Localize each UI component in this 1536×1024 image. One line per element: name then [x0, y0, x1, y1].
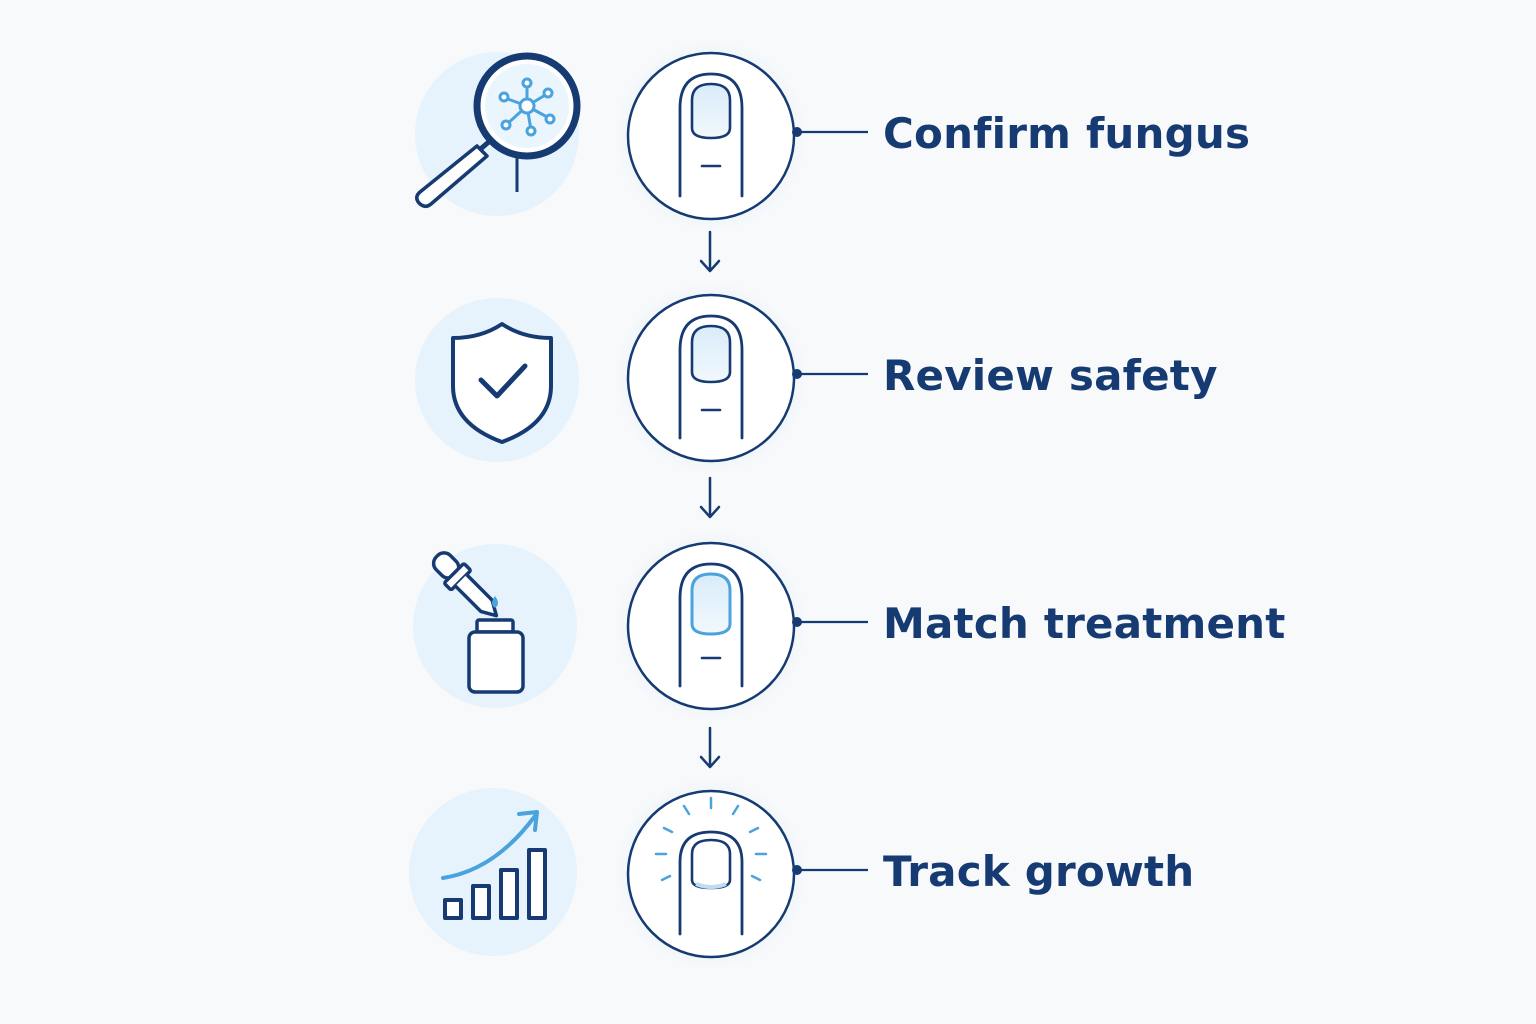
down-arrow-icon	[699, 476, 721, 519]
dropper-bottle-icon	[395, 524, 595, 724]
nail-badge	[606, 776, 816, 972]
step-label: Confirm fungus	[883, 109, 1251, 158]
label-connector	[792, 865, 868, 875]
step-match-treatment: Match treatment	[0, 524, 1536, 724]
nail-badge	[606, 38, 816, 234]
step-review-safety: Review safety	[0, 276, 1536, 476]
growth-chart-icon	[395, 772, 595, 972]
step-label: Track growth	[883, 847, 1195, 896]
shield-check-icon	[395, 276, 595, 476]
step-track-growth: Track growth	[0, 772, 1536, 972]
nail-badge	[606, 280, 816, 476]
label-connector	[792, 617, 868, 627]
step-confirm-fungus: Confirm fungus	[0, 34, 1536, 234]
down-arrow-icon	[699, 726, 721, 769]
nail-badge	[606, 528, 816, 724]
label-connector	[792, 127, 868, 137]
step-label: Review safety	[883, 351, 1218, 400]
step-label: Match treatment	[883, 599, 1286, 648]
magnifier-microbe-icon	[395, 34, 595, 234]
down-arrow-icon	[699, 230, 721, 273]
label-connector	[792, 369, 868, 379]
